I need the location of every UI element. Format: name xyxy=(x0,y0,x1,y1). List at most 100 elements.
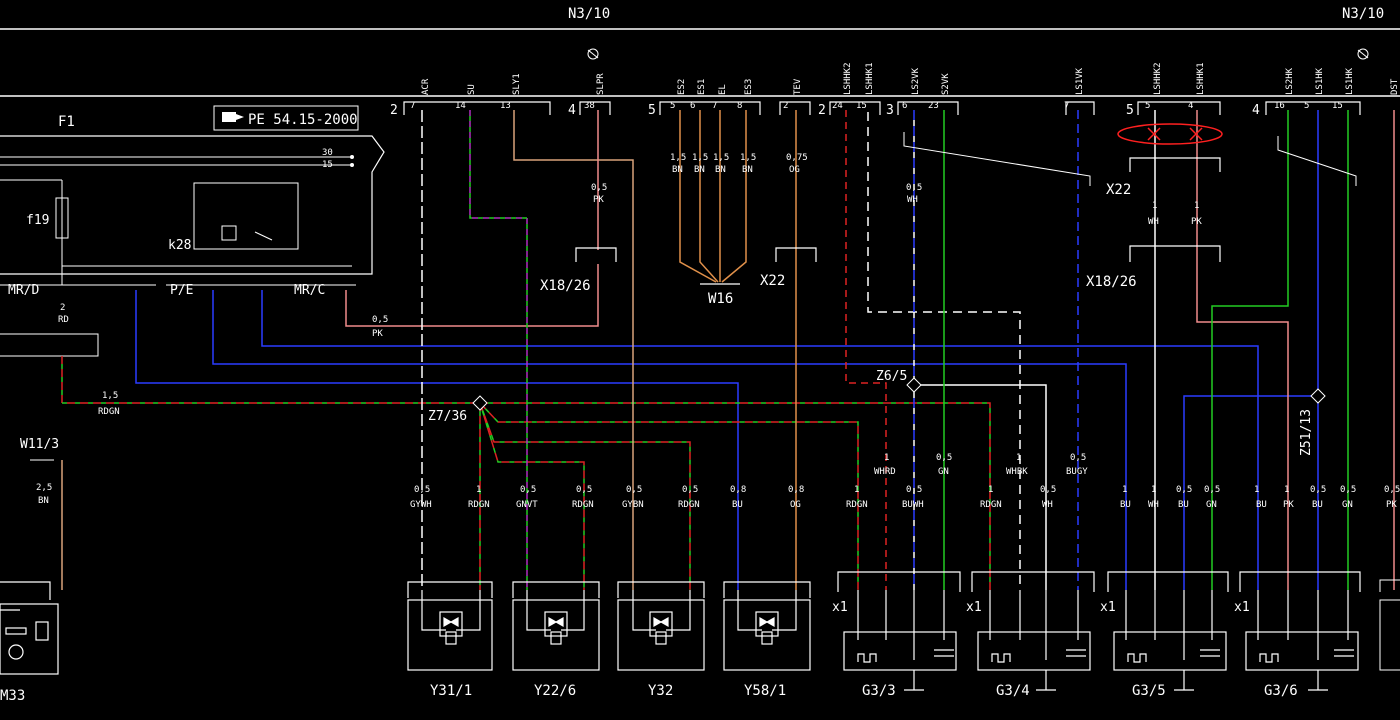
pin-label-tev: TEV xyxy=(793,78,803,95)
splice-z51-13-label: Z51/13 xyxy=(1299,409,1314,456)
wire-gauge: 1,5 xyxy=(670,153,686,163)
z7-36-branches xyxy=(479,402,991,590)
group-number: 5 xyxy=(648,103,656,118)
title-right: N3/10 xyxy=(1342,6,1384,22)
wire-color: RDGN xyxy=(572,500,594,510)
pin-label-lshhk1-a: LSHHK1 xyxy=(865,62,875,95)
connector-x18-26-b: X18/26 xyxy=(1086,274,1137,290)
wire-gauge: 0,5 xyxy=(936,453,952,463)
pin-label-es1: ES1 xyxy=(697,79,707,95)
relay-k28 xyxy=(193,182,299,250)
splice-z6-5: Z6/5 xyxy=(876,369,922,393)
sensor-g3-5[interactable] xyxy=(1107,571,1229,691)
wire-color: OG xyxy=(790,500,801,510)
wire-color: GN xyxy=(1206,500,1217,510)
sensor-labels: G3/3 G3/4 G3/5 G3/6 x1 x1 x1 x1 xyxy=(832,600,1298,699)
relay-label: k28 xyxy=(168,238,191,253)
fuse-block-label: F1 xyxy=(58,114,75,130)
wire-color: BU xyxy=(732,500,743,510)
pin-number: 13 xyxy=(500,101,511,111)
markup-annotation xyxy=(1117,123,1223,145)
motor-label: M33 xyxy=(0,688,25,704)
group-number: 2 xyxy=(818,103,826,118)
wire-gauge: 0,5 xyxy=(1310,485,1326,495)
pin-label-ls2vk: LS2VK xyxy=(911,67,921,95)
pin-label-ls2hk: LS2HK xyxy=(1285,67,1295,95)
wire-gauge: 0,5 xyxy=(1040,485,1056,495)
wire-color: BU xyxy=(1120,500,1131,510)
reference-note[interactable]: PE 54.15-2000 xyxy=(213,105,359,131)
pin-label-dst: DST xyxy=(1390,78,1400,95)
wire-color: BU xyxy=(1256,500,1267,510)
top-wire-specs: 0,5 PK 1,5 BN 1,5 BN 1,5 BN 1,5 BN 0,75 … xyxy=(20,153,1202,506)
pin-label-slpr: SLPR xyxy=(596,73,606,95)
bottom-wire-specs: 0,5 GYWH 1 RDGN 0,5 GNVT 0,5 RDGN 0,5 GY… xyxy=(410,453,1400,510)
connector-mr-c: MR/C xyxy=(294,283,325,298)
intermediate-connectors xyxy=(575,157,1221,285)
connector-labels: X18/26 X22 X22 X18/26 W16 xyxy=(540,182,1137,307)
sensor-label: G3/4 xyxy=(996,683,1030,699)
title-bar: N3/10 N3/10 xyxy=(0,6,1400,97)
wire-color: RDGN xyxy=(98,407,120,417)
valve-label: Y22/6 xyxy=(534,683,576,699)
wire-gauge: 0,5 xyxy=(372,315,388,325)
wire-gauge: 1 xyxy=(1122,485,1127,495)
valve-y22-6[interactable] xyxy=(512,581,600,671)
pin-label-su: SU xyxy=(467,84,477,95)
x22-wire-color: WH xyxy=(1148,217,1159,227)
reference-note-text: PE 54.15-2000 xyxy=(248,112,358,128)
wire-color: PK xyxy=(593,195,604,205)
valve-labels: Y31/1 Y22/6 Y32 Y58/1 xyxy=(430,683,786,699)
valve-y31-1[interactable] xyxy=(407,581,493,671)
valve-label: Y58/1 xyxy=(744,683,786,699)
pin-label-ls1vk: LS1VK xyxy=(1075,67,1085,95)
valve-y32[interactable] xyxy=(617,581,705,671)
wire-gauge: 1 xyxy=(988,485,993,495)
valve-y58-1[interactable] xyxy=(723,581,811,671)
connector-mr-d: MR/D xyxy=(8,283,39,298)
fuse-label: f19 xyxy=(26,213,49,228)
sensor-g3-3[interactable] xyxy=(837,571,961,691)
sensor-g3-4[interactable] xyxy=(971,571,1095,691)
hand-pointer-icon xyxy=(222,112,244,122)
pin-label-ls1hk-b: LS1HK xyxy=(1345,67,1355,95)
pin-number: 38 xyxy=(584,101,595,111)
wire-color: RD xyxy=(58,315,69,325)
wire-gauge: 1,5 xyxy=(713,153,729,163)
wire-gauge: 0,5 xyxy=(1204,485,1220,495)
sensor-connector-label: x1 xyxy=(966,600,982,615)
wire-gauge: 0,5 xyxy=(906,183,922,193)
motor-m33[interactable] xyxy=(0,581,59,675)
pin-number: 15 xyxy=(1332,101,1343,111)
x22-wire-gauge: 1 xyxy=(1152,201,1157,211)
splice-z7-36-label: Z7/36 xyxy=(428,409,467,424)
wire-gauge: 0,5 xyxy=(1070,453,1086,463)
pin-number: 8 xyxy=(737,101,742,111)
pin-number: 5 xyxy=(1304,101,1309,111)
pin-label-lshhk2-a: LSHHK2 xyxy=(843,62,853,95)
pin-number: 7 xyxy=(410,101,415,111)
wire-color: PK xyxy=(372,329,383,339)
pin-label-sly1: SLY1 xyxy=(512,73,522,95)
wire-gauge: 2 xyxy=(60,303,65,313)
shield-lines xyxy=(903,132,1357,186)
fuse-f19 xyxy=(55,197,69,239)
pin-number: 4 xyxy=(1188,101,1193,111)
wire-color: BUGY xyxy=(1066,467,1088,477)
pin-number: 7 xyxy=(1064,101,1069,111)
sensor-connector-label: x1 xyxy=(1234,600,1250,615)
group-number: 4 xyxy=(568,103,576,118)
ground-shield-icon xyxy=(587,48,1369,60)
pin-number: 5 xyxy=(1145,101,1150,111)
connector-x22-b: X22 xyxy=(1106,182,1131,198)
wire-color: BU xyxy=(1312,500,1323,510)
pin-number: 23 xyxy=(928,101,939,111)
group-numbers: 2 4 5 2 3 5 4 xyxy=(390,103,1260,118)
x22-wire-color: PK xyxy=(1191,217,1202,227)
wire-color: OG xyxy=(789,165,800,175)
sensor-g3-6[interactable] xyxy=(1239,571,1361,691)
title-left: N3/10 xyxy=(568,6,610,22)
pin-label-es3: ES3 xyxy=(744,79,754,95)
wire-color: GYBN xyxy=(622,500,644,510)
wire-gauge: 0,5 xyxy=(1384,485,1400,495)
